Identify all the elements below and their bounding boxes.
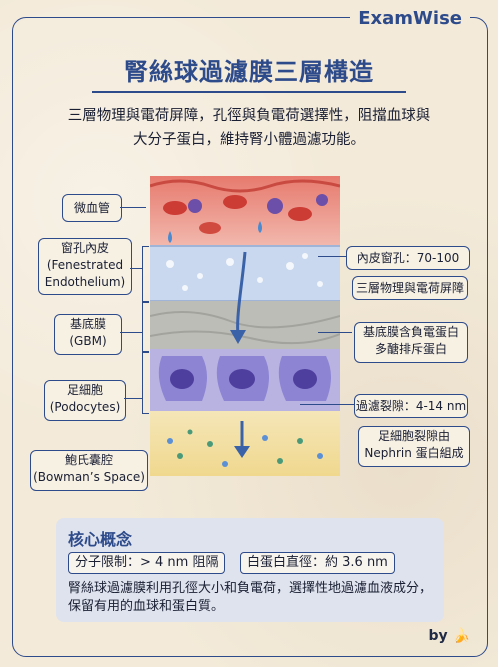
bowman-space (150, 411, 340, 476)
core-concept-panel: 核心概念 分子限制：> 4 nm 阻隔 白蛋白直徑：約 3.6 nm 腎絲球過濾… (56, 518, 444, 622)
white-blood-cell (188, 199, 202, 213)
connector (318, 256, 346, 258)
label-pore-size: 內皮窗孔：70-100 nm (346, 246, 470, 287)
podocyte-cell (158, 356, 207, 401)
podocytes-label-en: (Podocytes) (49, 400, 121, 414)
red-blood-cell (163, 201, 187, 215)
page-frame (12, 17, 488, 657)
footer-credit: by 🍌 (429, 628, 470, 644)
connector (120, 207, 146, 209)
podocyte-cell (216, 356, 269, 401)
gbm-label-zh: 基底膜 (69, 317, 106, 331)
white-blood-cell (316, 194, 328, 206)
plasma-drop (258, 221, 262, 233)
endothelium-label-zh: 窗孔內皮 (60, 241, 109, 255)
red-blood-cell (223, 195, 247, 209)
connector (318, 332, 352, 334)
podocyte-cell (278, 356, 331, 401)
label-capillary: 微血管 (62, 194, 122, 222)
white-blood-cell (267, 198, 283, 214)
podocytes-label-zh: 足細胞 (66, 383, 103, 397)
label-endothelium: 窗孔內皮 (Fenestrated Endothelium) (38, 238, 132, 295)
endothelium-label-en1: (Fenestrated (46, 258, 124, 272)
chip-albumin-size: 白蛋白直徑：約 3.6 nm (240, 552, 395, 574)
bracket-gbm (142, 302, 149, 352)
filtration-arrow (236, 251, 247, 337)
connector (130, 268, 142, 270)
label-gbm: 基底膜 (GBM) (54, 314, 122, 355)
label-charge-barrier: 三層物理與電荷屏障 (352, 276, 468, 300)
filtration-membrane-illustration (150, 176, 340, 476)
credit-text: by (428, 628, 448, 644)
nephrin-line1: 足細胞裂隙由 (377, 429, 450, 443)
gbm-charge-line2: 多醣排斥蛋白 (374, 342, 447, 356)
plasma-drop (168, 231, 172, 243)
banana-icon: 🍌 (452, 628, 470, 644)
subtitle-line-2: 大分子蛋白，維持腎小體過濾功能。 (133, 132, 365, 148)
label-bowman: 鮑氏囊腔 (Bowman’s Space) (30, 450, 148, 491)
subtitle-line-1: 三層物理與電荷屏障，孔徑與負電荷選擇性，阻擋血球與 (67, 108, 431, 124)
gbm-charge-line1: 基底膜含負電蛋白 (362, 325, 459, 339)
label-gbm-charge: 基底膜含負電蛋白 多醣排斥蛋白 (354, 322, 468, 363)
chip-molecule-limit: 分子限制：> 4 nm 阻隔 (68, 552, 226, 574)
page-title: 腎絲球過濾膜三層構造 (124, 58, 374, 86)
bracket-endothelium (142, 246, 149, 302)
concept-body: 腎絲球過濾膜利用孔徑大小和負電荷，選擇性地過濾血液成分，保留有用的血球和蛋白質。 (68, 581, 433, 614)
nephrin-line2: Nephrin 蛋白組成 (364, 446, 464, 460)
connector (124, 398, 142, 400)
connector (300, 404, 354, 406)
label-podocytes: 足細胞 (Podocytes) (44, 380, 126, 421)
red-blood-cell (199, 222, 221, 234)
connector (120, 332, 142, 334)
concept-heading: 核心概念 (68, 530, 133, 549)
label-nephrin: 足細胞裂隙由 Nephrin 蛋白組成 (358, 426, 470, 467)
bowman-label-zh: 鮑氏囊腔 (64, 453, 113, 467)
brand-logo: ExamWise (350, 8, 470, 29)
bracket-podocytes (142, 352, 149, 414)
bowman-label-en: (Bowman’s Space) (33, 470, 145, 484)
gbm-label-en: (GBM) (69, 334, 107, 348)
red-blood-cell (288, 207, 312, 221)
endothelium-label-en2: Endothelium) (44, 275, 126, 289)
page-subtitle: 三層物理與電荷屏障，孔徑與負電荷選擇性，阻擋血球與 大分子蛋白，維持腎小體過濾功… (40, 104, 458, 152)
title-underline (92, 91, 406, 93)
label-slit-size: 過濾裂隙：4-14 nm (354, 394, 468, 418)
